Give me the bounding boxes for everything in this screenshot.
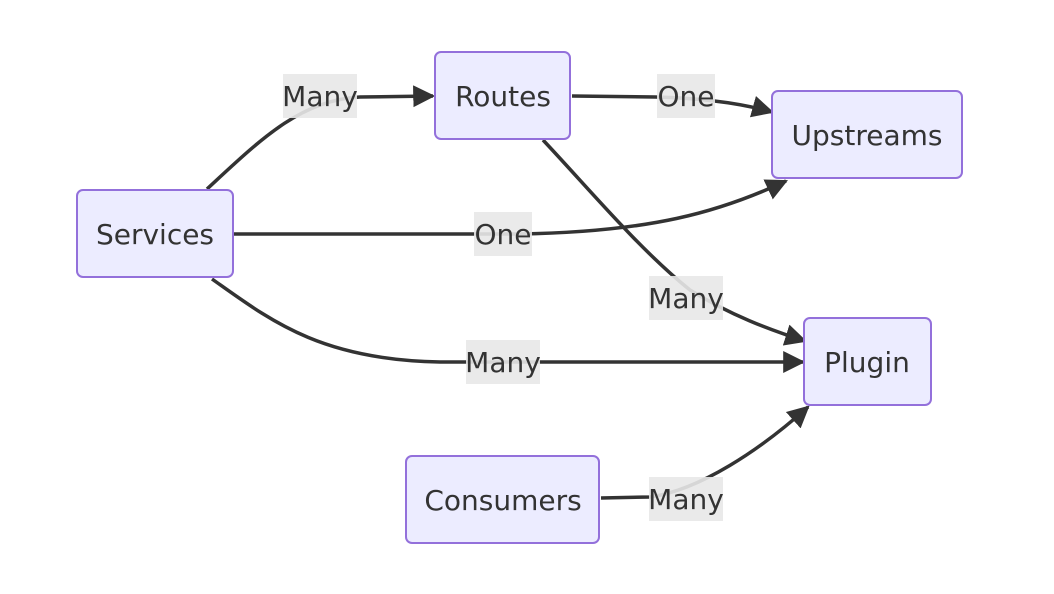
- node-label-services: Services: [96, 218, 214, 251]
- node-label-upstreams: Upstreams: [792, 119, 943, 152]
- node-upstreams[interactable]: Upstreams: [771, 90, 963, 179]
- node-consumers[interactable]: Consumers: [405, 455, 600, 544]
- edge-label-routes-upstreams: One: [657, 74, 715, 118]
- node-plugin[interactable]: Plugin: [803, 317, 932, 406]
- edge-label-services-routes: Many: [282, 74, 358, 118]
- node-services[interactable]: Services: [76, 189, 234, 278]
- edge-label-text: Many: [648, 282, 724, 315]
- nodes: Services Routes Upstreams Plugin Consume…: [76, 51, 963, 544]
- edge-label-text: Many: [282, 80, 358, 113]
- edge-label-routes-plugin: Many: [648, 276, 724, 320]
- edge-label-text: One: [474, 218, 531, 251]
- node-label-plugin: Plugin: [824, 346, 910, 379]
- node-routes[interactable]: Routes: [434, 51, 571, 140]
- node-label-consumers: Consumers: [424, 484, 581, 517]
- edge-label-text: Many: [465, 346, 541, 379]
- edge-label-text: Many: [648, 483, 724, 516]
- edge-labels: Many One One Many Many Many: [282, 74, 724, 521]
- edge-label-services-plugin: Many: [465, 340, 541, 384]
- node-label-routes: Routes: [455, 80, 551, 113]
- edge-label-services-upstreams: One: [474, 212, 532, 256]
- edge-label-text: One: [657, 80, 714, 113]
- edge-services-upstreams: [234, 179, 788, 236]
- edge-label-consumers-plugin: Many: [648, 477, 724, 521]
- edge-services-plugin: [210, 277, 806, 373]
